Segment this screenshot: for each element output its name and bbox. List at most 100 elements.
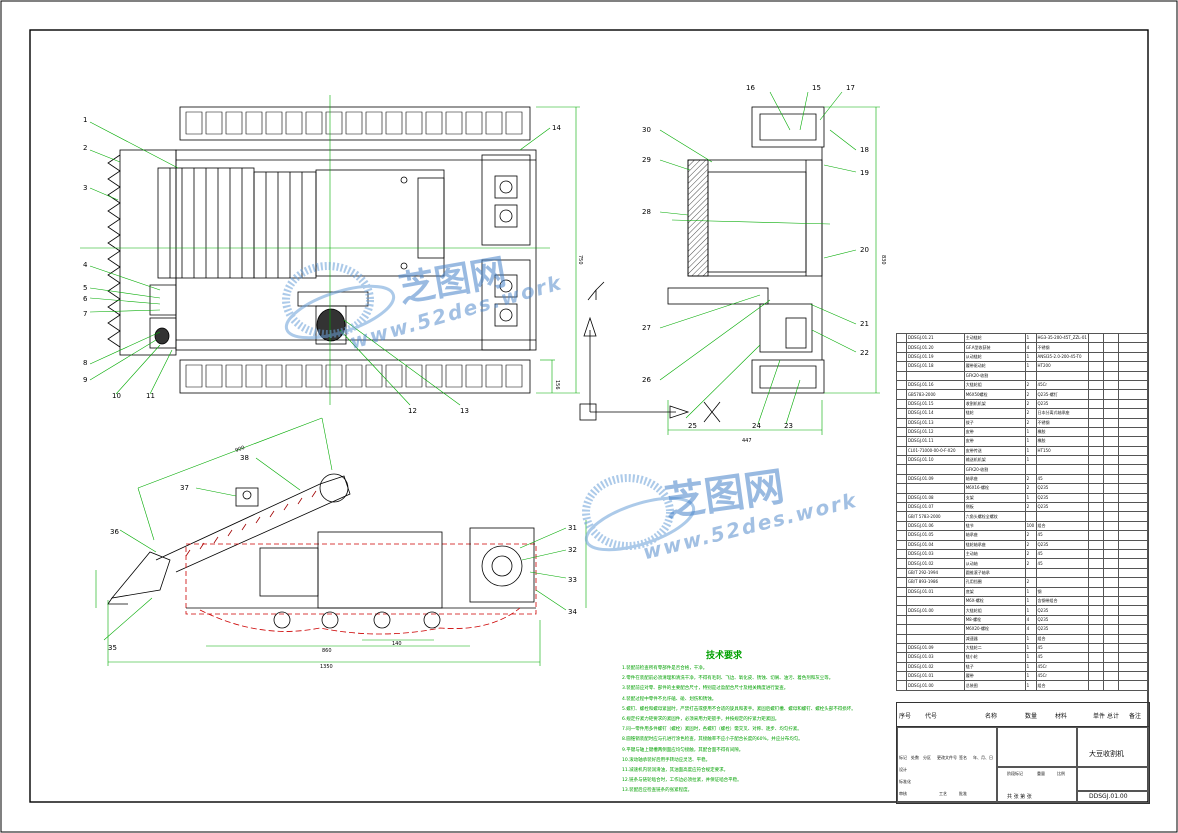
- bom-cell: 输送机机架: [963, 455, 1026, 466]
- bom-header-cell: 备注: [1129, 713, 1142, 720]
- bom-cell: 1: [1024, 652, 1037, 663]
- bom-cell: [1118, 398, 1148, 410]
- svg-text:3: 3: [83, 184, 87, 192]
- bom-cell: 1: [1024, 492, 1037, 504]
- bom-cell: [1103, 332, 1120, 344]
- bom-cell: [1118, 530, 1148, 541]
- bom-cell: 1: [1024, 671, 1037, 682]
- bom-cell: [905, 614, 965, 626]
- bom-cell: 2: [1024, 502, 1037, 513]
- svg-text:860: 860: [322, 648, 332, 654]
- bom-cell: 支架: [963, 492, 1026, 504]
- svg-text:1: 1: [83, 116, 87, 124]
- bom-cell: [896, 398, 907, 410]
- bom-cell: 侧板: [963, 502, 1026, 513]
- bom-cell: DDSGJ.01.20: [905, 342, 965, 353]
- bom-cell: 45Cr: [1035, 379, 1089, 391]
- bom-cell: 含钢带组合: [1035, 595, 1089, 607]
- bom-cell: [1035, 567, 1089, 579]
- bom-cell: 45: [1035, 548, 1089, 560]
- bom-cell: [1103, 361, 1120, 372]
- svg-text:8: 8: [83, 359, 87, 367]
- bom-cell: Q235-螺钉: [1035, 389, 1089, 400]
- bom-cell: [1103, 502, 1120, 513]
- tech-requirement-item: 5.螺钉、螺栓和螺母紧固时，严禁打击或使用不合适的旋具和扳手。紧固后螺钉槽、螺母…: [622, 706, 856, 712]
- bom-cell: [1118, 483, 1148, 494]
- bom-cell: 1: [1024, 642, 1037, 654]
- bom-cell: GF.A型收获装: [963, 342, 1026, 353]
- bom-cell: 大链轮组: [963, 605, 1026, 616]
- title-block-label: 更改文件号: [937, 755, 957, 760]
- bom-cell: [1087, 671, 1105, 682]
- bom-cell: [1024, 511, 1037, 522]
- bom-cell: [1087, 624, 1105, 635]
- bom-cell: 1: [1024, 605, 1037, 616]
- bom-cell: 从动链轮: [963, 351, 1026, 363]
- bom-cell: Q235: [1035, 492, 1089, 504]
- svg-text:14: 14: [552, 124, 561, 132]
- bom-cell: Q235: [1035, 624, 1089, 635]
- bom-cell: [1103, 370, 1120, 381]
- bom-header-cell: 数量: [1025, 713, 1038, 720]
- bom-cell: Q235: [1035, 539, 1089, 551]
- svg-text:18: 18: [860, 146, 869, 154]
- bom-cell: [1087, 361, 1105, 372]
- bom-cell: [896, 539, 907, 551]
- bom-cell: [1035, 370, 1089, 381]
- bom-cell: [1118, 502, 1148, 513]
- bom-cell: 2: [1024, 483, 1037, 494]
- svg-text:10: 10: [112, 392, 121, 400]
- bom-cell: 从动轴: [963, 558, 1026, 569]
- bom-cell: 不锈钢: [1035, 342, 1089, 353]
- bom-cell: 孔用挡圈: [963, 577, 1026, 588]
- bom-cell: [896, 370, 907, 381]
- bom-cell: [1103, 577, 1120, 588]
- bom-cell: 橡胶: [1035, 426, 1089, 438]
- bom-cell: 履带: [963, 671, 1026, 682]
- bom-cell: [1087, 511, 1105, 522]
- bom-cell: 组合: [1035, 633, 1089, 644]
- bom-cell: [1118, 511, 1148, 522]
- svg-text:28: 28: [642, 208, 651, 216]
- bom-cell: [1103, 614, 1120, 626]
- svg-text:26: 26: [642, 376, 651, 384]
- bom-cell: DDSGJ.01.01: [905, 586, 965, 597]
- bom-cell: DDSGJ.01.12: [905, 426, 965, 438]
- bom-cell: 主动轴: [963, 548, 1026, 560]
- svg-text:15: 15: [812, 84, 821, 92]
- bom-cell: 2: [1024, 379, 1037, 391]
- tech-requirement-item: 3.装配前应对零、部件的主要配合尺寸，特别是过盈配合尺寸及相关精度进行复查。: [622, 686, 789, 692]
- bom-cell: [1118, 455, 1148, 466]
- bom-cell: 45: [1035, 473, 1089, 485]
- svg-text:900: 900: [235, 445, 246, 454]
- bom-cell: [1103, 530, 1120, 541]
- bom-cell: 总装图: [963, 680, 1026, 691]
- bom-cell: 钢: [1035, 586, 1089, 597]
- svg-text:2: 2: [83, 144, 87, 152]
- bom-cell: [1035, 577, 1089, 588]
- title-block-label: 分区: [923, 755, 931, 760]
- title-block-label: 设计: [899, 767, 907, 772]
- bom-cell: [1118, 624, 1148, 635]
- tech-requirement-item: 10.滚动轴承装好后用手转动应灵活、平稳。: [622, 757, 711, 763]
- bom-row: GFK20-收割: [896, 464, 1148, 475]
- bom-row: GFK20-收割: [896, 370, 1148, 381]
- svg-text:36: 36: [110, 528, 119, 536]
- bom-cell: 1: [1024, 351, 1037, 363]
- bom-cell: [1087, 492, 1105, 504]
- bom-cell: [1118, 567, 1148, 579]
- bom-cell: [896, 680, 907, 691]
- bom-cell: [1103, 408, 1120, 419]
- bom-cell: 2: [1024, 558, 1037, 569]
